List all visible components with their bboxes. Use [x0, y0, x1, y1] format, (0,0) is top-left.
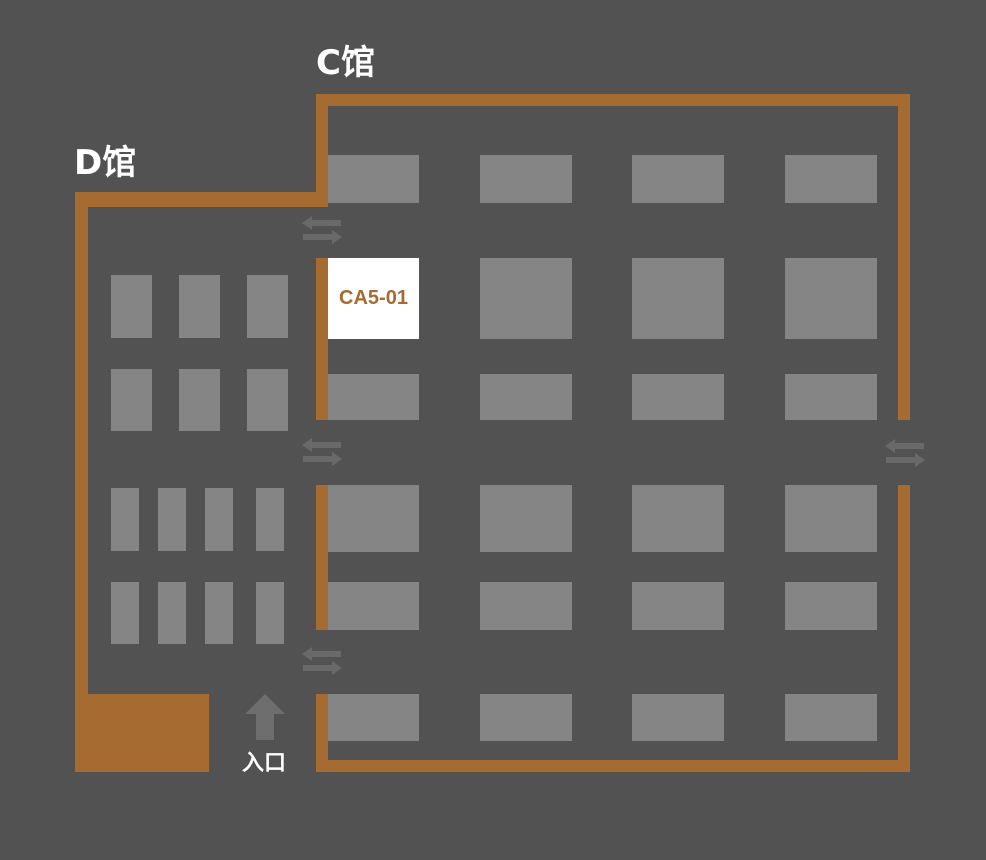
booth[interactable] [785, 155, 877, 203]
booth[interactable] [785, 582, 877, 630]
two-way-arrow-icon [302, 216, 342, 244]
up-arrow-icon [245, 694, 285, 740]
booth[interactable] [328, 694, 419, 741]
highlighted-booth-label: CA5-01 [339, 287, 408, 309]
two-way-arrow-icon [302, 647, 342, 675]
booth[interactable] [111, 275, 152, 338]
hall-c-wall-left-1 [316, 94, 328, 207]
booth[interactable] [632, 374, 724, 420]
booth[interactable] [179, 369, 220, 431]
booth[interactable] [328, 582, 419, 630]
booth[interactable] [785, 694, 877, 741]
booth[interactable] [328, 374, 419, 420]
two-way-arrow-icon [885, 439, 925, 467]
booth[interactable] [480, 485, 572, 552]
hall-c-wall-left-4 [316, 694, 328, 772]
hall-c-wall-left-2 [316, 258, 328, 420]
hall-c-wall-bottom [316, 760, 910, 772]
booth[interactable] [256, 582, 284, 644]
booth[interactable] [328, 155, 419, 203]
hall-d-corner-block [75, 694, 209, 772]
booth[interactable] [111, 582, 139, 644]
booth[interactable] [328, 485, 419, 552]
booth[interactable] [111, 488, 139, 551]
hall-d-wall-top [75, 192, 328, 207]
entrance-label: 入口 [242, 751, 287, 776]
hall-d-wall-left [75, 192, 88, 772]
booth[interactable] [632, 582, 724, 630]
booth[interactable] [256, 488, 284, 551]
booth[interactable] [480, 694, 572, 741]
booth[interactable] [158, 582, 186, 644]
booth[interactable] [785, 258, 877, 339]
booth[interactable] [632, 485, 724, 552]
booth[interactable] [785, 374, 877, 420]
booth[interactable] [247, 275, 288, 338]
hall-d-label: D馆 [74, 143, 137, 183]
hall-c-wall-top [316, 94, 910, 106]
booth[interactable] [785, 485, 877, 552]
hall-c-wall-left-3 [316, 485, 328, 630]
two-way-arrow-icon [302, 438, 342, 466]
booth[interactable] [205, 488, 233, 551]
booth[interactable] [480, 155, 572, 203]
highlighted-booth[interactable]: CA5-01 [328, 258, 419, 339]
booth[interactable] [632, 694, 724, 741]
booth[interactable] [480, 582, 572, 630]
booth[interactable] [480, 374, 572, 420]
hall-c-wall-right-upper [898, 94, 910, 420]
booth[interactable] [111, 369, 152, 431]
hall-c-wall-right-lower [898, 485, 910, 772]
hall-c-label: C馆 [316, 43, 375, 83]
booth[interactable] [247, 369, 288, 431]
booth[interactable] [632, 155, 724, 203]
booth[interactable] [158, 488, 186, 551]
booth[interactable] [632, 258, 724, 339]
booth[interactable] [205, 582, 233, 644]
booth[interactable] [179, 275, 220, 338]
booth[interactable] [480, 258, 572, 339]
